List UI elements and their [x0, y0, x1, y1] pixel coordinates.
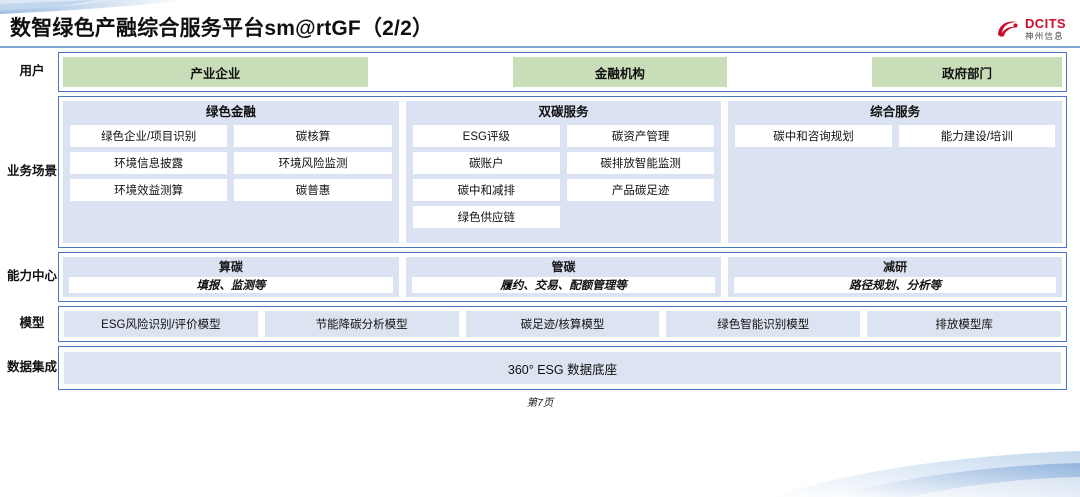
scenario-item-grid: ESG评级 碳资产管理 碳账户 碳排放智能监测 碳中和减排 产品碳足迹 绿色供应…: [412, 124, 715, 228]
row-label-model: 模型: [19, 316, 45, 331]
data-box-esg-foundation[interactable]: 360° ESG 数据底座: [64, 352, 1061, 384]
model-box-esg-risk[interactable]: ESG风险识别/评价模型: [64, 311, 258, 337]
user-box-industry[interactable]: 产业企业: [63, 57, 368, 87]
scenario-column-dual-carbon: 双碳服务 ESG评级 碳资产管理 碳账户 碳排放智能监测 碳中和减排 产品碳足迹…: [405, 101, 722, 243]
row-capability: 能力中心 算碳 填报、监测等 管碳 履约、交易、配额管理等 减研 路径规划、分析…: [6, 252, 1067, 302]
dcits-swirl-icon: [995, 19, 1021, 38]
page-title: 数智绿色产融综合服务平台sm@rtGF（2/2）: [10, 17, 434, 40]
scenario-column-green-finance: 绿色金融 绿色企业/项目识别 碳核算 环境信息披露 环境风险监测 环境效益测算 …: [63, 101, 399, 243]
scenario-item-placeholder: [567, 206, 714, 228]
scenario-item[interactable]: 碳核算: [234, 124, 392, 147]
capability-column-reduce-research: 减研 路径规划、分析等: [728, 257, 1062, 297]
capability-column-calc-carbon: 算碳 填报、监测等: [63, 257, 399, 297]
scenario-column-title: 双碳服务: [538, 105, 589, 119]
scenario-item[interactable]: 绿色供应链: [412, 205, 560, 228]
scenario-item[interactable]: 环境信息披露: [70, 151, 228, 174]
logo-text-cn: 神州信息: [1025, 30, 1064, 41]
decorative-swoosh-bottom: [750, 451, 1080, 497]
data-band: 360° ESG 数据底座: [58, 346, 1067, 390]
scenario-column-title: 绿色金融: [205, 105, 256, 119]
row-label-capability: 能力中心: [6, 269, 57, 284]
scenario-item[interactable]: 碳普惠: [234, 178, 392, 201]
capability-column-manage-carbon: 管碳 履约、交易、配额管理等: [405, 257, 722, 297]
page-footer: 第7页: [526, 397, 554, 409]
model-band: ESG风险识别/评价模型 节能降碳分析模型 碳足迹/核算模型 绿色智能识别模型 …: [58, 306, 1067, 342]
scenario-item[interactable]: 环境风险监测: [234, 151, 392, 174]
brand-logo: DCITS 神州信息: [995, 17, 1066, 47]
architecture-diagram: 用户 产业企业 金融机构 政府部门 业务场景 绿色金融 绿色企业/项目识别 碳核…: [0, 48, 1080, 390]
scenario-item[interactable]: 碳中和减排: [412, 178, 560, 201]
scenario-column-comprehensive: 综合服务 碳中和咨询规划 能力建设/培训: [728, 101, 1062, 243]
logo-text-en: DCITS: [1025, 15, 1066, 31]
scenario-item[interactable]: 绿色企业/项目识别: [70, 124, 228, 147]
capability-title: 算碳: [218, 260, 243, 274]
user-band: 产业企业 金融机构 政府部门: [58, 52, 1067, 92]
row-scenario: 业务场景 绿色金融 绿色企业/项目识别 碳核算 环境信息披露 环境风险监测 环境…: [6, 96, 1067, 248]
model-box-green-recognition[interactable]: 绿色智能识别模型: [666, 311, 861, 337]
scenario-item[interactable]: 碳中和咨询规划: [735, 124, 892, 147]
model-box-energy-saving[interactable]: 节能降碳分析模型: [264, 311, 459, 337]
header-divider: [0, 46, 1080, 48]
capability-subtitle[interactable]: 填报、监测等: [69, 277, 393, 294]
scenario-item[interactable]: 环境效益测算: [70, 178, 228, 201]
model-box-emission-library[interactable]: 排放模型库: [867, 311, 1061, 337]
capability-title: 管碳: [551, 260, 576, 274]
capability-subtitle[interactable]: 路径规划、分析等: [734, 277, 1056, 294]
row-model: 模型 ESG风险识别/评价模型 节能降碳分析模型 碳足迹/核算模型 绿色智能识别…: [6, 306, 1067, 342]
user-box-financial[interactable]: 金融机构: [512, 57, 728, 87]
scenario-item[interactable]: 碳账户: [412, 151, 560, 174]
row-label-user: 用户: [19, 64, 45, 79]
scenario-column-title: 综合服务: [870, 105, 921, 119]
capability-band: 算碳 填报、监测等 管碳 履约、交易、配额管理等 减研 路径规划、分析等: [58, 252, 1067, 302]
capability-title: 减研: [883, 260, 908, 274]
scenario-item[interactable]: 碳资产管理: [566, 124, 715, 147]
scenario-item[interactable]: 产品碳足迹: [566, 178, 715, 201]
scenario-item-grid: 绿色企业/项目识别 碳核算 环境信息披露 环境风险监测 环境效益测算 碳普惠: [70, 124, 392, 201]
row-label-scenario: 业务场景: [6, 164, 57, 179]
model-box-carbon-footprint[interactable]: 碳足迹/核算模型: [465, 311, 660, 337]
scenario-band: 绿色金融 绿色企业/项目识别 碳核算 环境信息披露 环境风险监测 环境效益测算 …: [58, 96, 1067, 248]
row-user: 用户 产业企业 金融机构 政府部门: [6, 52, 1067, 92]
row-data-integration: 数据集成 360° ESG 数据底座: [6, 346, 1067, 390]
slide-header: 数智绿色产融综合服务平台sm@rtGF（2/2） DCITS 神州信息: [0, 0, 1080, 46]
scenario-item[interactable]: 能力建设/培训: [898, 124, 1055, 147]
scenario-item-grid: 碳中和咨询规划 能力建设/培训: [735, 124, 1055, 147]
user-box-government[interactable]: 政府部门: [872, 57, 1062, 87]
scenario-item[interactable]: ESG评级: [412, 124, 560, 147]
row-label-data-integration: 数据集成: [6, 360, 57, 375]
scenario-item[interactable]: 碳排放智能监测: [566, 151, 715, 174]
capability-subtitle[interactable]: 履约、交易、配额管理等: [411, 277, 716, 294]
